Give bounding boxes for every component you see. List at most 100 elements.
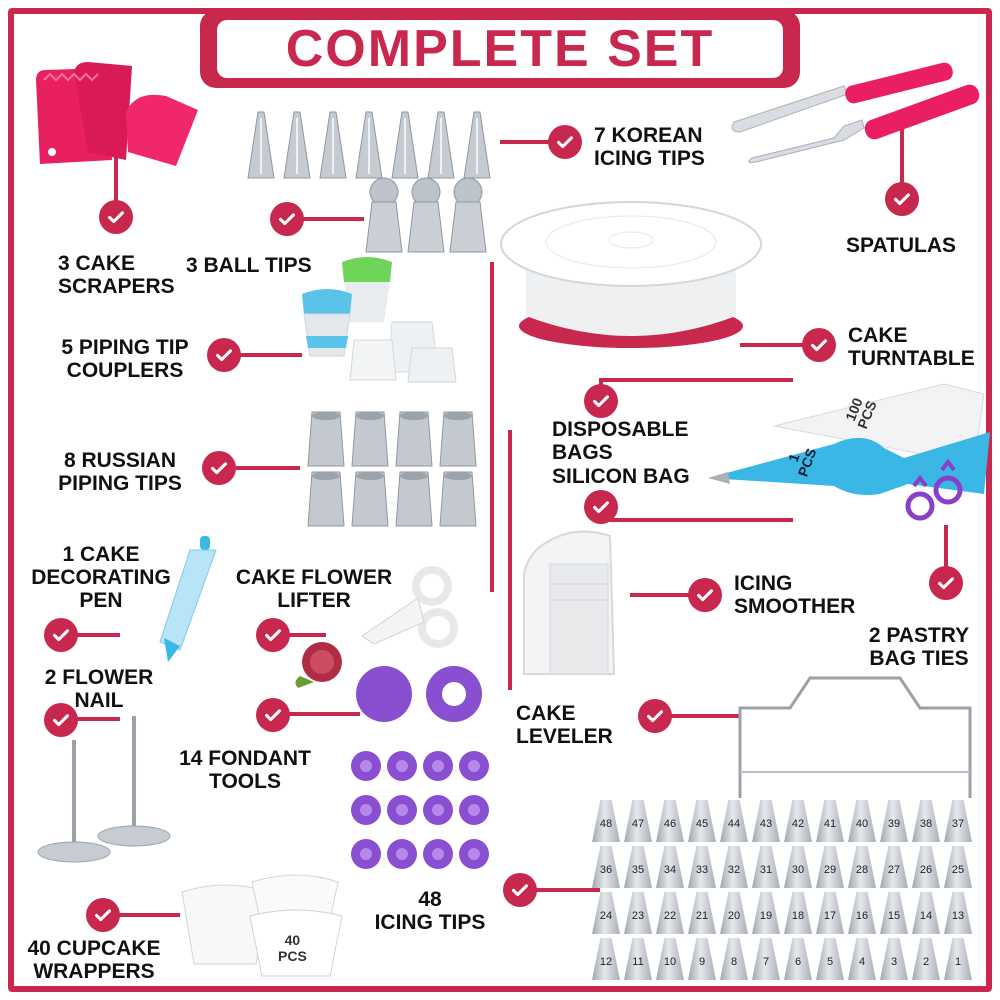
icing-tip-number: 2 — [922, 956, 930, 968]
fondant-tools-illustration — [351, 666, 489, 869]
fondant-disc-hole — [442, 682, 466, 706]
bag-tie-hook — [940, 458, 956, 472]
turntable-ring — [545, 215, 717, 269]
label-disposable-bags: DISPOSABLE BAGS — [552, 418, 689, 464]
label-couplers: 5 PIPING TIP COUPLERS — [61, 336, 189, 382]
couplers-illustration — [302, 257, 457, 383]
icing-tip-number: 21 — [695, 910, 709, 922]
fondant-stamp-pattern — [432, 848, 444, 860]
icing-tip-number: 15 — [887, 910, 901, 922]
icing-tip-number: 30 — [791, 864, 805, 876]
russian-tip — [351, 411, 389, 467]
connector-scrapers — [114, 150, 118, 206]
coupler-body — [344, 282, 390, 322]
icing-tip-number: 37 — [951, 818, 965, 830]
icing-tip-number: 24 — [599, 910, 613, 922]
icing-tip-number: 27 — [887, 864, 901, 876]
spatula-blade — [748, 119, 865, 163]
russian-tip — [351, 471, 389, 527]
turntable-illustration — [500, 201, 762, 348]
icing-tip-number: 38 — [919, 818, 933, 830]
fondant-stamp-pattern — [396, 848, 408, 860]
turntable-top — [500, 201, 762, 287]
divider-right — [508, 430, 512, 690]
russian-tip-face — [356, 412, 384, 420]
spatula-handle — [864, 84, 980, 140]
icing-tip-number: 19 — [759, 910, 773, 922]
icing-tip-number: 26 — [919, 864, 933, 876]
russian-tip-face — [444, 472, 472, 480]
russian-tip-face — [356, 472, 384, 480]
check-icon — [44, 618, 78, 652]
lifter-ring — [418, 608, 458, 648]
connector-korean — [500, 140, 552, 144]
russian-tip — [307, 411, 345, 467]
pen-cap — [200, 536, 210, 550]
russian-tips-illustration — [307, 411, 477, 527]
icing-tip-number: 33 — [695, 864, 709, 876]
connector-russian — [236, 466, 300, 470]
check-icon — [86, 898, 120, 932]
russian-tip — [395, 411, 433, 467]
wrapper-cup — [249, 909, 343, 977]
cupcake-wrappers-illustration — [181, 874, 343, 977]
lifter-ring — [412, 566, 452, 606]
label-fondant-tools: 14 FONDANT TOOLS — [179, 747, 311, 793]
nail-head — [97, 825, 171, 847]
icing-tip-number: 28 — [855, 864, 869, 876]
icing-tip-number: 31 — [759, 864, 773, 876]
connector-silicon — [600, 518, 793, 522]
icing-tip-number: 25 — [951, 864, 965, 876]
icing-tip-number: 8 — [730, 956, 738, 968]
disposable-bag — [773, 383, 985, 465]
coupler-clear — [407, 347, 457, 383]
divider-left — [490, 262, 494, 592]
label-korean-tips: 7 KOREAN ICING TIPS — [594, 124, 705, 170]
connector-spatulas — [900, 110, 904, 188]
scraper-edge — [43, 72, 99, 82]
coupler-blue — [302, 289, 352, 314]
check-icon — [584, 490, 618, 524]
fondant-stamp-pattern — [360, 804, 372, 816]
icing-tip-number: 6 — [794, 956, 802, 968]
check-icon — [638, 699, 672, 733]
fondant-stamp-pattern — [432, 760, 444, 772]
ball-tip-body — [407, 201, 445, 253]
icing-tip-number: 29 — [823, 864, 837, 876]
icing-tip-number: 36 — [599, 864, 613, 876]
russian-tip — [307, 471, 345, 527]
check-icon — [885, 182, 919, 216]
russian-tip-face — [400, 412, 428, 420]
icing-tip-number: 13 — [951, 910, 965, 922]
ball-tip-body — [449, 201, 487, 253]
scraper-piece — [74, 62, 132, 160]
cake-leveler-illustration — [738, 676, 972, 798]
bag-tie-ring — [933, 475, 963, 505]
coupler-body — [303, 313, 351, 357]
fondant-stamp-pattern — [396, 760, 408, 772]
nail-head — [37, 841, 111, 863]
check-icon — [207, 338, 241, 372]
check-icon — [99, 200, 133, 234]
icing-tip-number: 4 — [858, 956, 866, 968]
russian-tip-face — [312, 472, 340, 480]
check-icon — [929, 566, 963, 600]
check-icon — [256, 698, 290, 732]
label-flower-nail: 2 FLOWER NAIL — [44, 666, 154, 712]
ball-tips-illustration — [365, 177, 487, 253]
icing-tip-number: 18 — [791, 910, 805, 922]
fondant-stamp-pattern — [468, 804, 480, 816]
connector-fondant — [288, 712, 360, 716]
pen-tip — [164, 638, 180, 662]
icing-tip-number: 12 — [599, 956, 613, 968]
fondant-stamp-pattern — [468, 848, 480, 860]
smoother-handle — [549, 563, 609, 675]
page-title: COMPLETE SET — [285, 20, 715, 78]
check-icon — [44, 703, 78, 737]
wrapper-40-mark: 40 PCS — [278, 932, 307, 964]
connector-ball — [300, 217, 364, 221]
icing-tip-number: 1 — [954, 956, 962, 968]
leveler-frame — [738, 676, 972, 798]
bag-tip — [708, 472, 730, 484]
